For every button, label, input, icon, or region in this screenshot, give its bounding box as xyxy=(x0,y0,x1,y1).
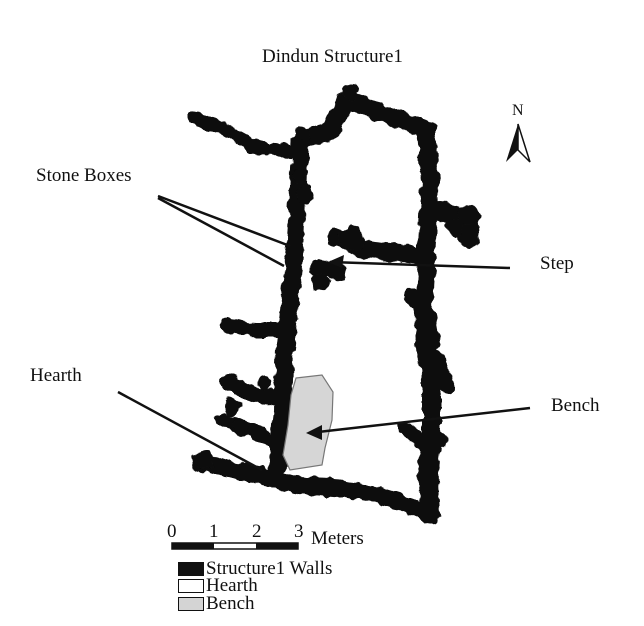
step-arrow-head xyxy=(328,255,344,268)
legend-item-bench: Bench xyxy=(178,593,255,614)
step-label: Step xyxy=(540,253,574,274)
bench-area xyxy=(282,374,334,471)
north-arrow-icon xyxy=(506,123,531,163)
scale-tick-2: 2 xyxy=(252,521,262,542)
wall-blobs xyxy=(196,83,479,469)
bench-arrow-head xyxy=(306,425,322,440)
scale-bar xyxy=(171,542,299,550)
scale-tick-1: 1 xyxy=(209,521,219,542)
scale-unit: Meters xyxy=(311,528,364,549)
stone-boxes-leader-1 xyxy=(157,194,291,248)
legend-label-bench: Bench xyxy=(206,593,255,614)
legend-label-walls: Structure1 Walls xyxy=(206,558,333,579)
legend-label-hearth: Hearth xyxy=(206,575,258,596)
legend-item-walls: Structure1 Walls xyxy=(178,558,333,579)
bench-swatch xyxy=(178,596,204,611)
scale-tick-3: 3 xyxy=(294,521,304,542)
hearth-swatch xyxy=(178,578,204,593)
arrow-heads xyxy=(306,255,344,440)
stone-boxes-leader-2 xyxy=(157,196,285,268)
step-leader xyxy=(329,260,511,270)
leader-lines xyxy=(117,194,531,472)
walls-swatch xyxy=(178,561,204,576)
map-title: Dindun Structure1 xyxy=(262,46,403,67)
north-label: N xyxy=(512,102,524,119)
bench-leader xyxy=(317,406,531,434)
scale-tick-0: 0 xyxy=(167,521,177,542)
structure-walls xyxy=(188,91,480,525)
hearth-leader xyxy=(117,390,263,472)
legend-item-hearth: Hearth xyxy=(178,575,258,596)
stone-boxes-label: Stone Boxes xyxy=(36,165,132,186)
bench-label: Bench xyxy=(551,395,600,416)
hearth-label: Hearth xyxy=(30,365,82,386)
